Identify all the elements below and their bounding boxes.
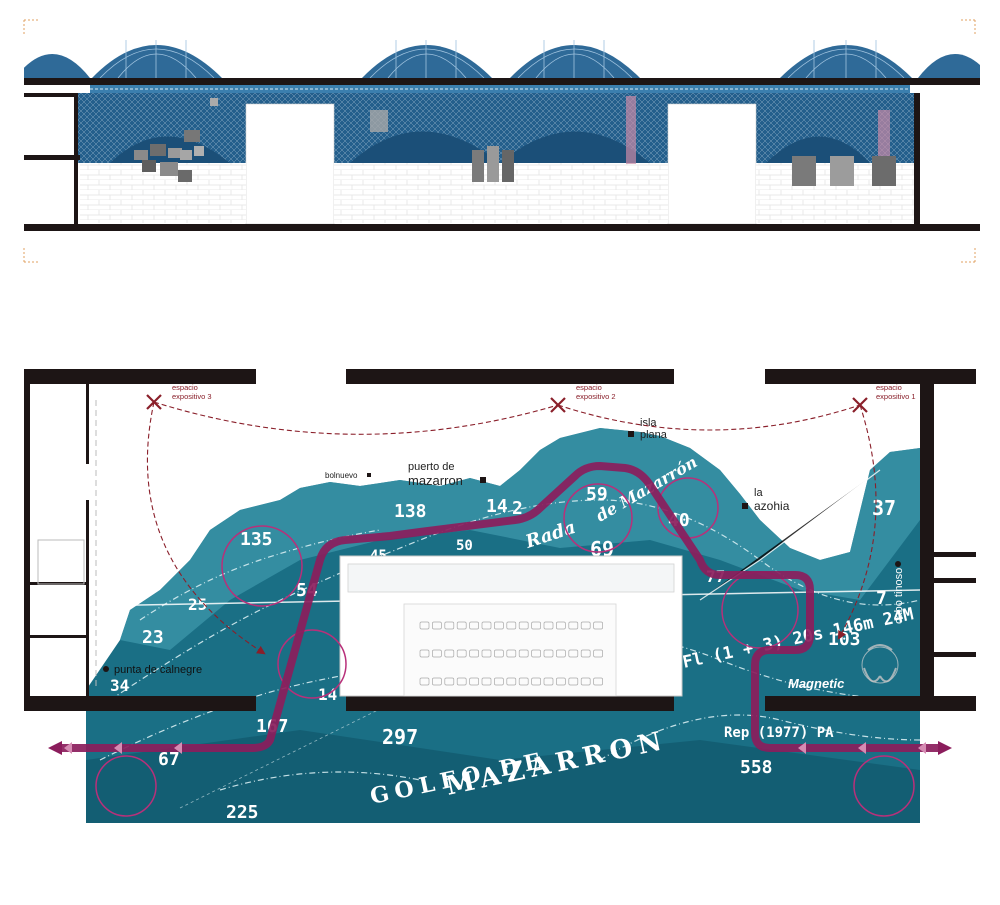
seat (506, 677, 517, 686)
central-hall (339, 555, 683, 697)
vault-roofs (24, 40, 980, 79)
rep-label: Rep (1977) PA (724, 725, 834, 741)
seat (494, 649, 504, 658)
route-chevrons (64, 742, 926, 754)
exhibition-space-markers: espacio expositivo 3 espacio expositivo … (146, 383, 916, 413)
place-azohia-line1: la (754, 487, 763, 499)
seat (481, 621, 492, 630)
sounding: 14 (486, 496, 508, 517)
photo-cluster-1 (134, 98, 218, 182)
seat (506, 621, 517, 630)
seat (518, 677, 529, 686)
sounding: 2 (512, 498, 523, 519)
sounding: 297 (382, 725, 418, 749)
sounding: 225 (226, 802, 259, 823)
photo-cluster-2 (472, 96, 636, 182)
seat (456, 677, 467, 686)
seat (432, 649, 442, 658)
seating-rows (419, 621, 603, 686)
magnetic-label: Magnetic (788, 676, 845, 691)
seat (444, 677, 455, 686)
seat (494, 621, 504, 630)
seat (481, 649, 492, 658)
section-elevation (23, 19, 980, 263)
seat (419, 649, 430, 658)
seat (444, 649, 455, 658)
seat (593, 649, 603, 658)
place-azohia-line2: azohia (754, 499, 790, 513)
seat (469, 649, 479, 658)
space-3-line1: espacio (172, 383, 198, 392)
seat (568, 649, 579, 658)
seat (543, 649, 554, 658)
seat (556, 621, 566, 630)
side-rooms (37, 400, 97, 690)
seat (593, 677, 603, 686)
space-2-line2: expositivo 2 (576, 392, 616, 401)
seat (444, 621, 455, 630)
seat (419, 677, 430, 686)
sounding: 34 (110, 676, 129, 695)
exhibition-plan: 138 14 50 2 135 54 25 23 34 14 167 297 6… (24, 369, 976, 823)
sounding: 50 (456, 538, 473, 554)
sounding: 558 (740, 757, 773, 778)
seat (556, 649, 566, 658)
seat (593, 621, 603, 630)
seat (481, 677, 492, 686)
place-tinoso: cabo tinoso (893, 568, 905, 624)
visitor-route (48, 462, 952, 755)
seat (580, 621, 591, 630)
seat (518, 621, 529, 630)
sounding: 135 (240, 529, 273, 550)
seat (580, 649, 591, 658)
seat (469, 677, 479, 686)
octopus-icon (861, 646, 899, 684)
seat (543, 621, 554, 630)
seat (531, 649, 541, 658)
place-bolnuevo: bolnuevo (325, 471, 358, 480)
photo-cluster-3 (370, 110, 896, 186)
space-3-line2: expositivo 3 (172, 392, 212, 401)
place-calnegre: punta de calnegre (114, 664, 202, 676)
space-2-line1: espacio (576, 383, 602, 392)
seat (518, 649, 529, 658)
seat (494, 677, 504, 686)
seat (432, 621, 442, 630)
seat (568, 621, 579, 630)
sounding: 25 (188, 595, 207, 614)
space-1-line2: expositivo 1 (876, 392, 916, 401)
sounding: 23 (142, 627, 164, 648)
space-1-line1: espacio (876, 383, 902, 392)
sounding: 59 (586, 484, 608, 505)
seat (456, 649, 467, 658)
seat (568, 677, 579, 686)
walls (24, 369, 976, 711)
sounding: 67 (158, 749, 180, 770)
seat (543, 677, 554, 686)
seat (419, 621, 430, 630)
sounding: 7 (876, 588, 887, 609)
seat (556, 677, 566, 686)
visit-arcs (147, 401, 877, 655)
seat (531, 677, 541, 686)
sounding: 138 (394, 501, 427, 522)
seat (469, 621, 479, 630)
place-puerto-line2: mazarron (408, 473, 463, 488)
seat (506, 649, 517, 658)
seat (456, 621, 467, 630)
place-isla-line2: plana (640, 429, 668, 441)
place-puerto-line1: puerto de (408, 461, 454, 473)
seat (531, 621, 541, 630)
seat (580, 677, 591, 686)
seat (432, 677, 442, 686)
